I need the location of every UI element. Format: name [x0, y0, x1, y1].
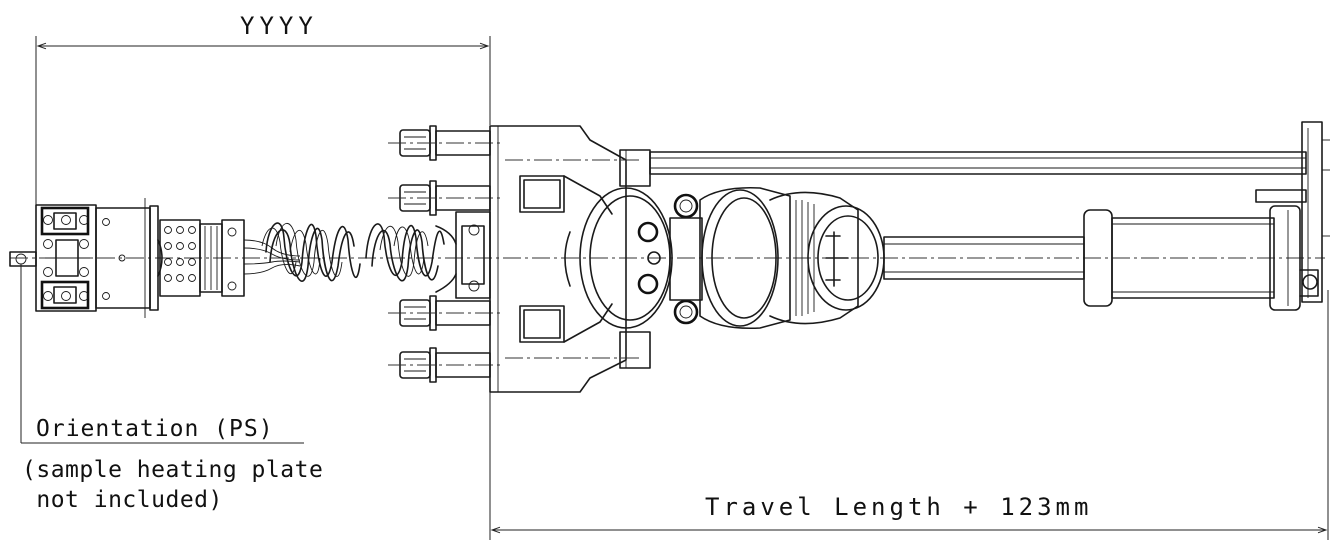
dimension-yyyy [35, 36, 491, 205]
sample-stage-head [9, 198, 163, 318]
travel-cylinder [1083, 205, 1301, 311]
dimension-yyyy-label: YYYY [240, 12, 318, 40]
screws-head [43, 215, 126, 301]
heater-coil-left [261, 222, 361, 282]
dimension-travel-length-label: Travel Length + 123mm [705, 493, 1093, 521]
orientation-leader [15, 253, 304, 444]
end-bracket [1255, 121, 1330, 303]
note-line-2: not included) [22, 487, 223, 513]
orientation-label: Orientation (PS) [36, 416, 274, 442]
note-line-1: (sample heating plate [22, 457, 324, 483]
feedthrough-block [435, 211, 491, 299]
flange-ears [619, 149, 651, 369]
heater-coil-right [365, 223, 445, 282]
dimension-travel-length [489, 290, 1329, 540]
guide-rods [649, 151, 1307, 280]
